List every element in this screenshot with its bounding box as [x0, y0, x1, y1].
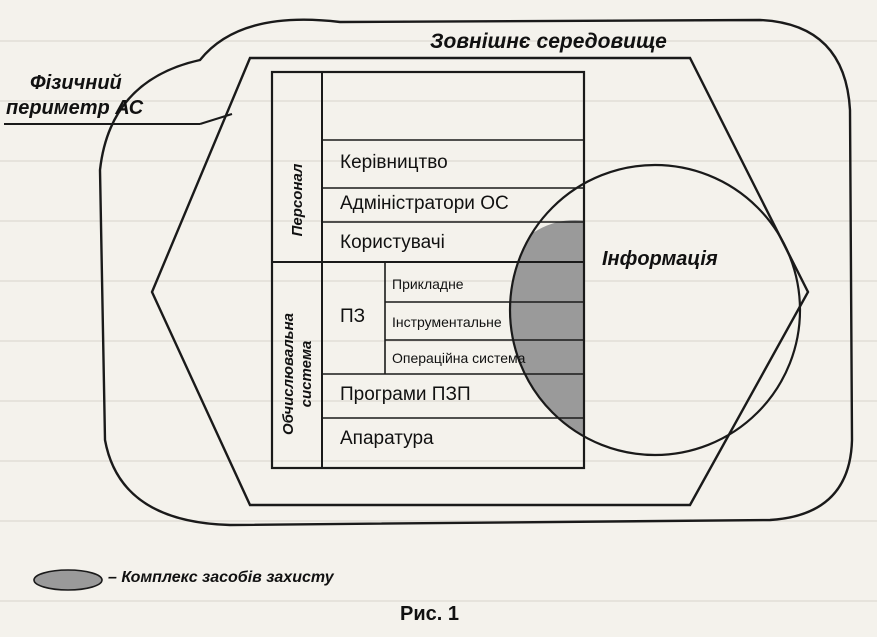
outer-environment-shape [98, 18, 854, 527]
information-label: Інформація [602, 248, 718, 270]
legend-swatch [33, 569, 103, 591]
row-instrumental: Інструментальне [392, 314, 502, 330]
figure-caption: Рис. 1 [400, 603, 459, 625]
computing-system-line2: система [298, 340, 315, 408]
bg-line [0, 40, 877, 42]
bg-line [0, 520, 877, 522]
bg-line [0, 600, 877, 602]
bg-line [0, 460, 877, 462]
bg-line [0, 100, 877, 102]
row-management: Керівництво [340, 152, 448, 173]
information-circle [508, 163, 802, 457]
row-os-admins: Адміністратори ОС [340, 193, 509, 214]
physical-perimeter-label-line1: Фізичний [30, 72, 122, 94]
bg-line [0, 160, 877, 162]
bg-line [0, 400, 877, 402]
legend-text: – Комплекс засобів захисту [108, 569, 334, 586]
system-box [270, 70, 586, 470]
computing-system-label: Обчислювальна система [280, 306, 316, 442]
outer-environment-label: Зовнішнє середовище [430, 30, 667, 53]
bg-line [0, 220, 877, 222]
bg-line [0, 340, 877, 342]
row-applied: Прикладне [392, 276, 464, 292]
row-hardware: Апаратура [340, 428, 434, 449]
physical-perimeter-label-line2: периметр АС [6, 97, 144, 119]
computing-system-line1: Обчислювальна [280, 313, 297, 435]
bg-line [0, 280, 877, 282]
personnel-label: Персонал [289, 163, 306, 237]
row-os: Операційна система [392, 350, 526, 366]
row-software: ПЗ [340, 306, 366, 327]
row-users: Користувачі [340, 232, 445, 253]
row-pzp: Програми ПЗП [340, 384, 471, 405]
physical-perimeter-shape [150, 56, 810, 507]
